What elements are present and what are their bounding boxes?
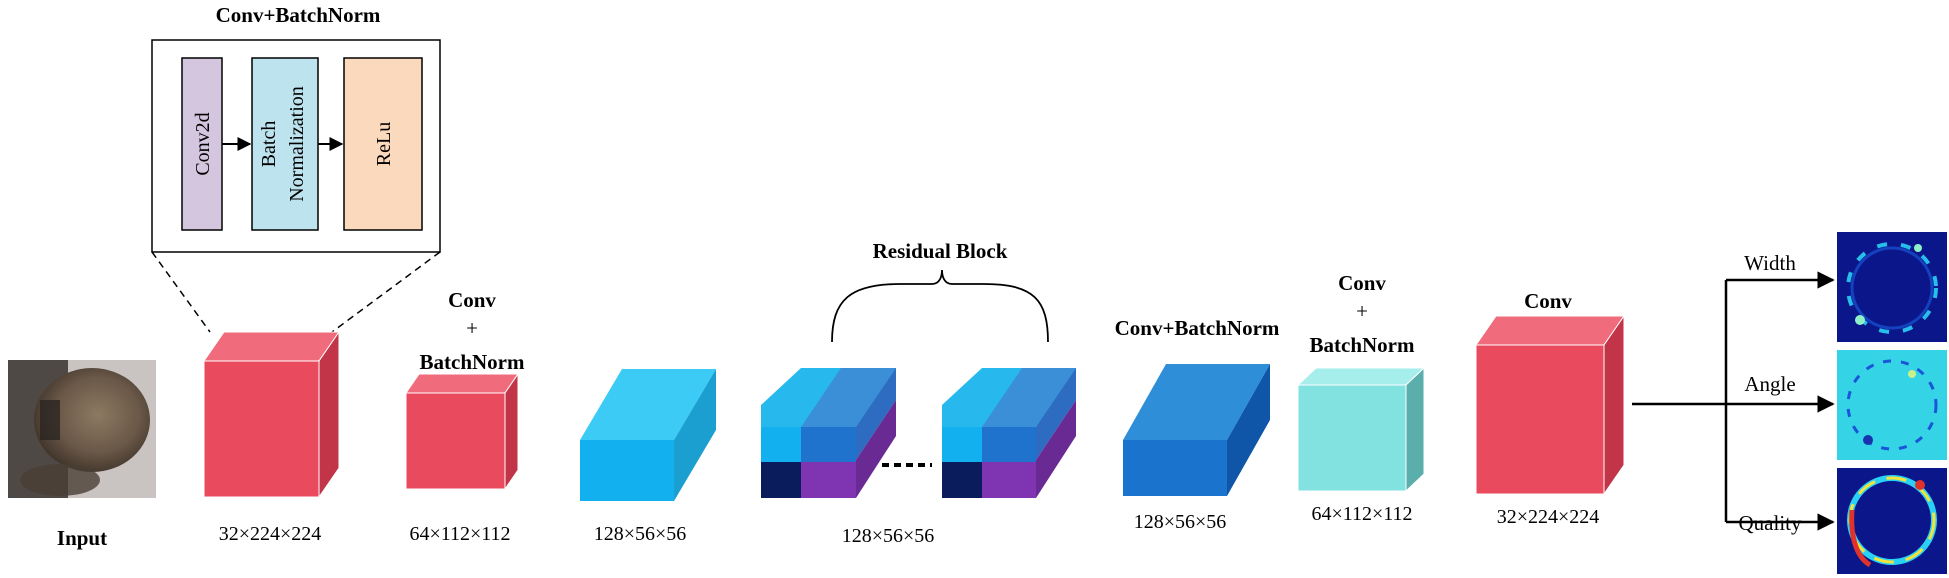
angle-heatmap xyxy=(1837,350,1947,460)
normalization-label: Normalization xyxy=(286,86,308,202)
mushroom-base xyxy=(20,464,100,496)
relu-layer xyxy=(343,57,423,231)
input-label: Input xyxy=(57,526,107,550)
block7-dims: 32×224×224 xyxy=(1497,506,1600,528)
relu-label: ReLu xyxy=(373,122,395,166)
block2-title-2: + xyxy=(466,316,478,340)
quality-label: Quality xyxy=(1739,511,1802,535)
block1-dims: 32×224×224 xyxy=(219,523,322,545)
zoom-line-right xyxy=(331,251,441,333)
residual-dims: 128×56×56 xyxy=(842,525,935,547)
residual-block-2 xyxy=(942,368,1076,498)
quality-heatmap xyxy=(1837,468,1947,574)
mushroom-cap xyxy=(34,368,150,472)
mushroom-stem xyxy=(40,400,60,440)
block7-title: Conv xyxy=(1524,289,1572,313)
width-label: Width xyxy=(1744,251,1796,275)
conv2d-layer xyxy=(181,57,223,231)
residual-block-1 xyxy=(761,368,896,498)
block3-dims: 128×56×56 xyxy=(594,523,687,545)
block2-title-1: Conv xyxy=(448,288,496,312)
conv2d-label: Conv2d xyxy=(192,112,214,175)
block-6 xyxy=(1296,366,1426,493)
block2-title-3: BatchNorm xyxy=(420,350,525,374)
block6-title-3: BatchNorm xyxy=(1310,333,1415,357)
batchnorm-layer xyxy=(251,57,319,231)
inset-title: Conv+BatchNorm xyxy=(216,3,381,27)
width-heatmap xyxy=(1837,232,1947,342)
block-5 xyxy=(1123,364,1270,496)
block-7 xyxy=(1475,314,1625,496)
zoom-line-left xyxy=(151,251,211,333)
output-connector xyxy=(1632,271,1835,531)
input-image xyxy=(8,360,156,498)
residual-title: Residual Block xyxy=(873,239,1008,263)
angle-label: Angle xyxy=(1744,372,1795,396)
block6-dims: 64×112×112 xyxy=(1311,503,1412,525)
batch-label: Batch xyxy=(258,121,280,168)
block-3 xyxy=(580,369,716,501)
block5-title: Conv+BatchNorm xyxy=(1115,316,1280,340)
block6-title-2: + xyxy=(1356,299,1368,323)
block2-dims: 64×112×112 xyxy=(409,523,510,545)
block-conv-bn-1 xyxy=(203,330,340,499)
block5-dims: 128×56×56 xyxy=(1134,511,1227,533)
block-conv-bn-2: Conv + BatchNorm xyxy=(405,288,525,491)
residual-brace xyxy=(831,269,1049,343)
inset-panel: Conv+BatchNorm Conv2d Batch Normalizatio… xyxy=(151,3,441,333)
block6-title-1: Conv xyxy=(1338,271,1386,295)
